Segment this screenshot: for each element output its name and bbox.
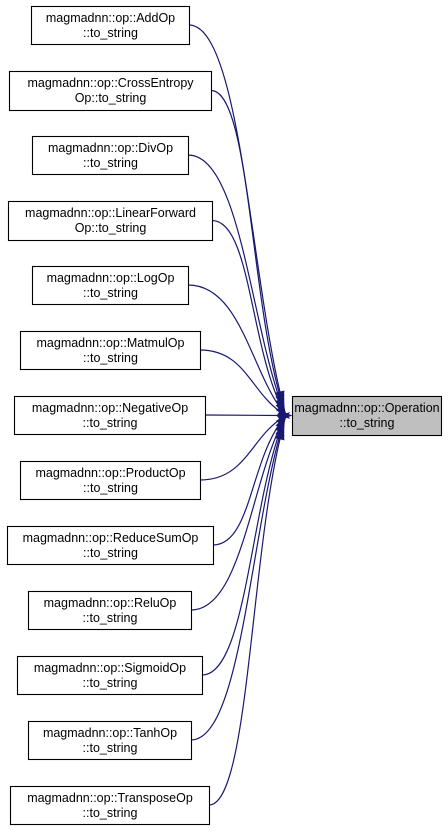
node-add[interactable]: magmadnn::op::AddOp::to_string bbox=[30, 5, 191, 46]
node-div-box bbox=[31, 135, 190, 176]
node-tanh-label-line2: ::to_string bbox=[83, 741, 138, 755]
node-crossentropy-label-line2: Op::to_string bbox=[75, 91, 147, 105]
node-linearforward-label-line1: magmadnn::op::LinearForward bbox=[25, 206, 196, 220]
node-relu[interactable]: magmadnn::op::ReluOp::to_string bbox=[27, 590, 193, 631]
arrowhead-transpose bbox=[275, 426, 285, 441]
node-reducesum-label-line1: magmadnn::op::ReduceSumOp bbox=[23, 531, 199, 545]
edge-tanh bbox=[190, 434, 281, 741]
node-negative-label-line1: magmadnn::op::NegativeOp bbox=[32, 401, 188, 415]
node-matmul-box bbox=[19, 330, 202, 371]
node-transpose-label-line2: ::to_string bbox=[83, 806, 138, 820]
node-negative[interactable]: magmadnn::op::NegativeOp::to_string bbox=[13, 395, 207, 436]
node-transpose[interactable]: magmadnn::op::TransposeOp::to_string bbox=[9, 785, 211, 826]
node-relu-label-line2: ::to_string bbox=[83, 611, 138, 625]
node-product-label-line2: ::to_string bbox=[83, 481, 138, 495]
node-sigmoid-label-line2: ::to_string bbox=[83, 676, 138, 690]
edge-div bbox=[187, 154, 281, 401]
node-linearforward-label-line2: Op::to_string bbox=[75, 221, 147, 235]
node-add-label-line1: magmadnn::op::AddOp bbox=[46, 11, 175, 25]
edge-product bbox=[199, 418, 281, 481]
node-matmul-label-line1: magmadnn::op::MatmulOp bbox=[37, 336, 185, 350]
node-operation-target-box bbox=[291, 395, 443, 437]
node-operation-target[interactable]: magmadnn::op::Operation::to_string bbox=[291, 395, 443, 437]
node-product[interactable]: magmadnn::op::ProductOp::to_string bbox=[19, 460, 202, 501]
node-operation-target-label-line1: magmadnn::op::Operation bbox=[294, 401, 439, 415]
node-reducesum-label-line2: ::to_string bbox=[83, 546, 138, 560]
node-reducesum-box bbox=[6, 525, 215, 566]
node-tanh[interactable]: magmadnn::op::TanhOp::to_string bbox=[27, 720, 193, 761]
node-operation-target-label-line2: ::to_string bbox=[340, 416, 395, 430]
edge-sigmoid bbox=[201, 430, 281, 676]
node-matmul-label-line2: ::to_string bbox=[83, 351, 138, 365]
node-log-label-line2: ::to_string bbox=[83, 286, 138, 300]
nodes: magmadnn::op::AddOp::to_stringmagmadnn::… bbox=[6, 5, 443, 826]
node-product-label-line1: magmadnn::op::ProductOp bbox=[35, 466, 185, 480]
edge-relu bbox=[190, 426, 281, 611]
node-add-label-line2: ::to_string bbox=[83, 26, 138, 40]
edge-linearforward bbox=[211, 219, 281, 405]
node-negative-box bbox=[13, 395, 207, 436]
node-product-box bbox=[19, 460, 202, 501]
node-tanh-box bbox=[27, 720, 193, 761]
node-tanh-label-line1: magmadnn::op::TanhOp bbox=[43, 726, 177, 740]
edge-matmul bbox=[199, 349, 281, 413]
node-div[interactable]: magmadnn::op::DivOp::to_string bbox=[31, 135, 190, 176]
node-sigmoid[interactable]: magmadnn::op::SigmoidOp::to_string bbox=[16, 655, 204, 696]
node-log-label-line1: magmadnn::op::LogOp bbox=[47, 271, 175, 285]
node-sigmoid-box bbox=[16, 655, 204, 696]
node-log-box bbox=[31, 265, 190, 306]
edge-crossentropy bbox=[210, 89, 281, 397]
node-relu-label-line1: magmadnn::op::ReluOp bbox=[44, 596, 177, 610]
node-add-box bbox=[30, 5, 191, 46]
node-negative-label-line2: ::to_string bbox=[83, 416, 138, 430]
node-sigmoid-label-line1: magmadnn::op::SigmoidOp bbox=[34, 661, 186, 675]
node-transpose-box bbox=[9, 785, 211, 826]
edge-reducesum bbox=[212, 422, 281, 546]
node-reducesum[interactable]: magmadnn::op::ReduceSumOp::to_string bbox=[6, 525, 215, 566]
node-linearforward-box bbox=[7, 200, 214, 242]
edge-log bbox=[187, 284, 281, 409]
edge-transpose bbox=[208, 438, 281, 806]
node-crossentropy-box bbox=[8, 70, 213, 112]
node-transpose-label-line1: magmadnn::op::TransposeOp bbox=[27, 791, 193, 805]
node-relu-box bbox=[27, 590, 193, 631]
node-div-label-line2: ::to_string bbox=[83, 156, 138, 170]
node-matmul[interactable]: magmadnn::op::MatmulOp::to_string bbox=[19, 330, 202, 371]
node-div-label-line1: magmadnn::op::DivOp bbox=[48, 141, 173, 155]
node-crossentropy-label-line1: magmadnn::op::CrossEntropy bbox=[27, 76, 194, 90]
node-log[interactable]: magmadnn::op::LogOp::to_string bbox=[31, 265, 190, 306]
edges bbox=[187, 24, 293, 806]
